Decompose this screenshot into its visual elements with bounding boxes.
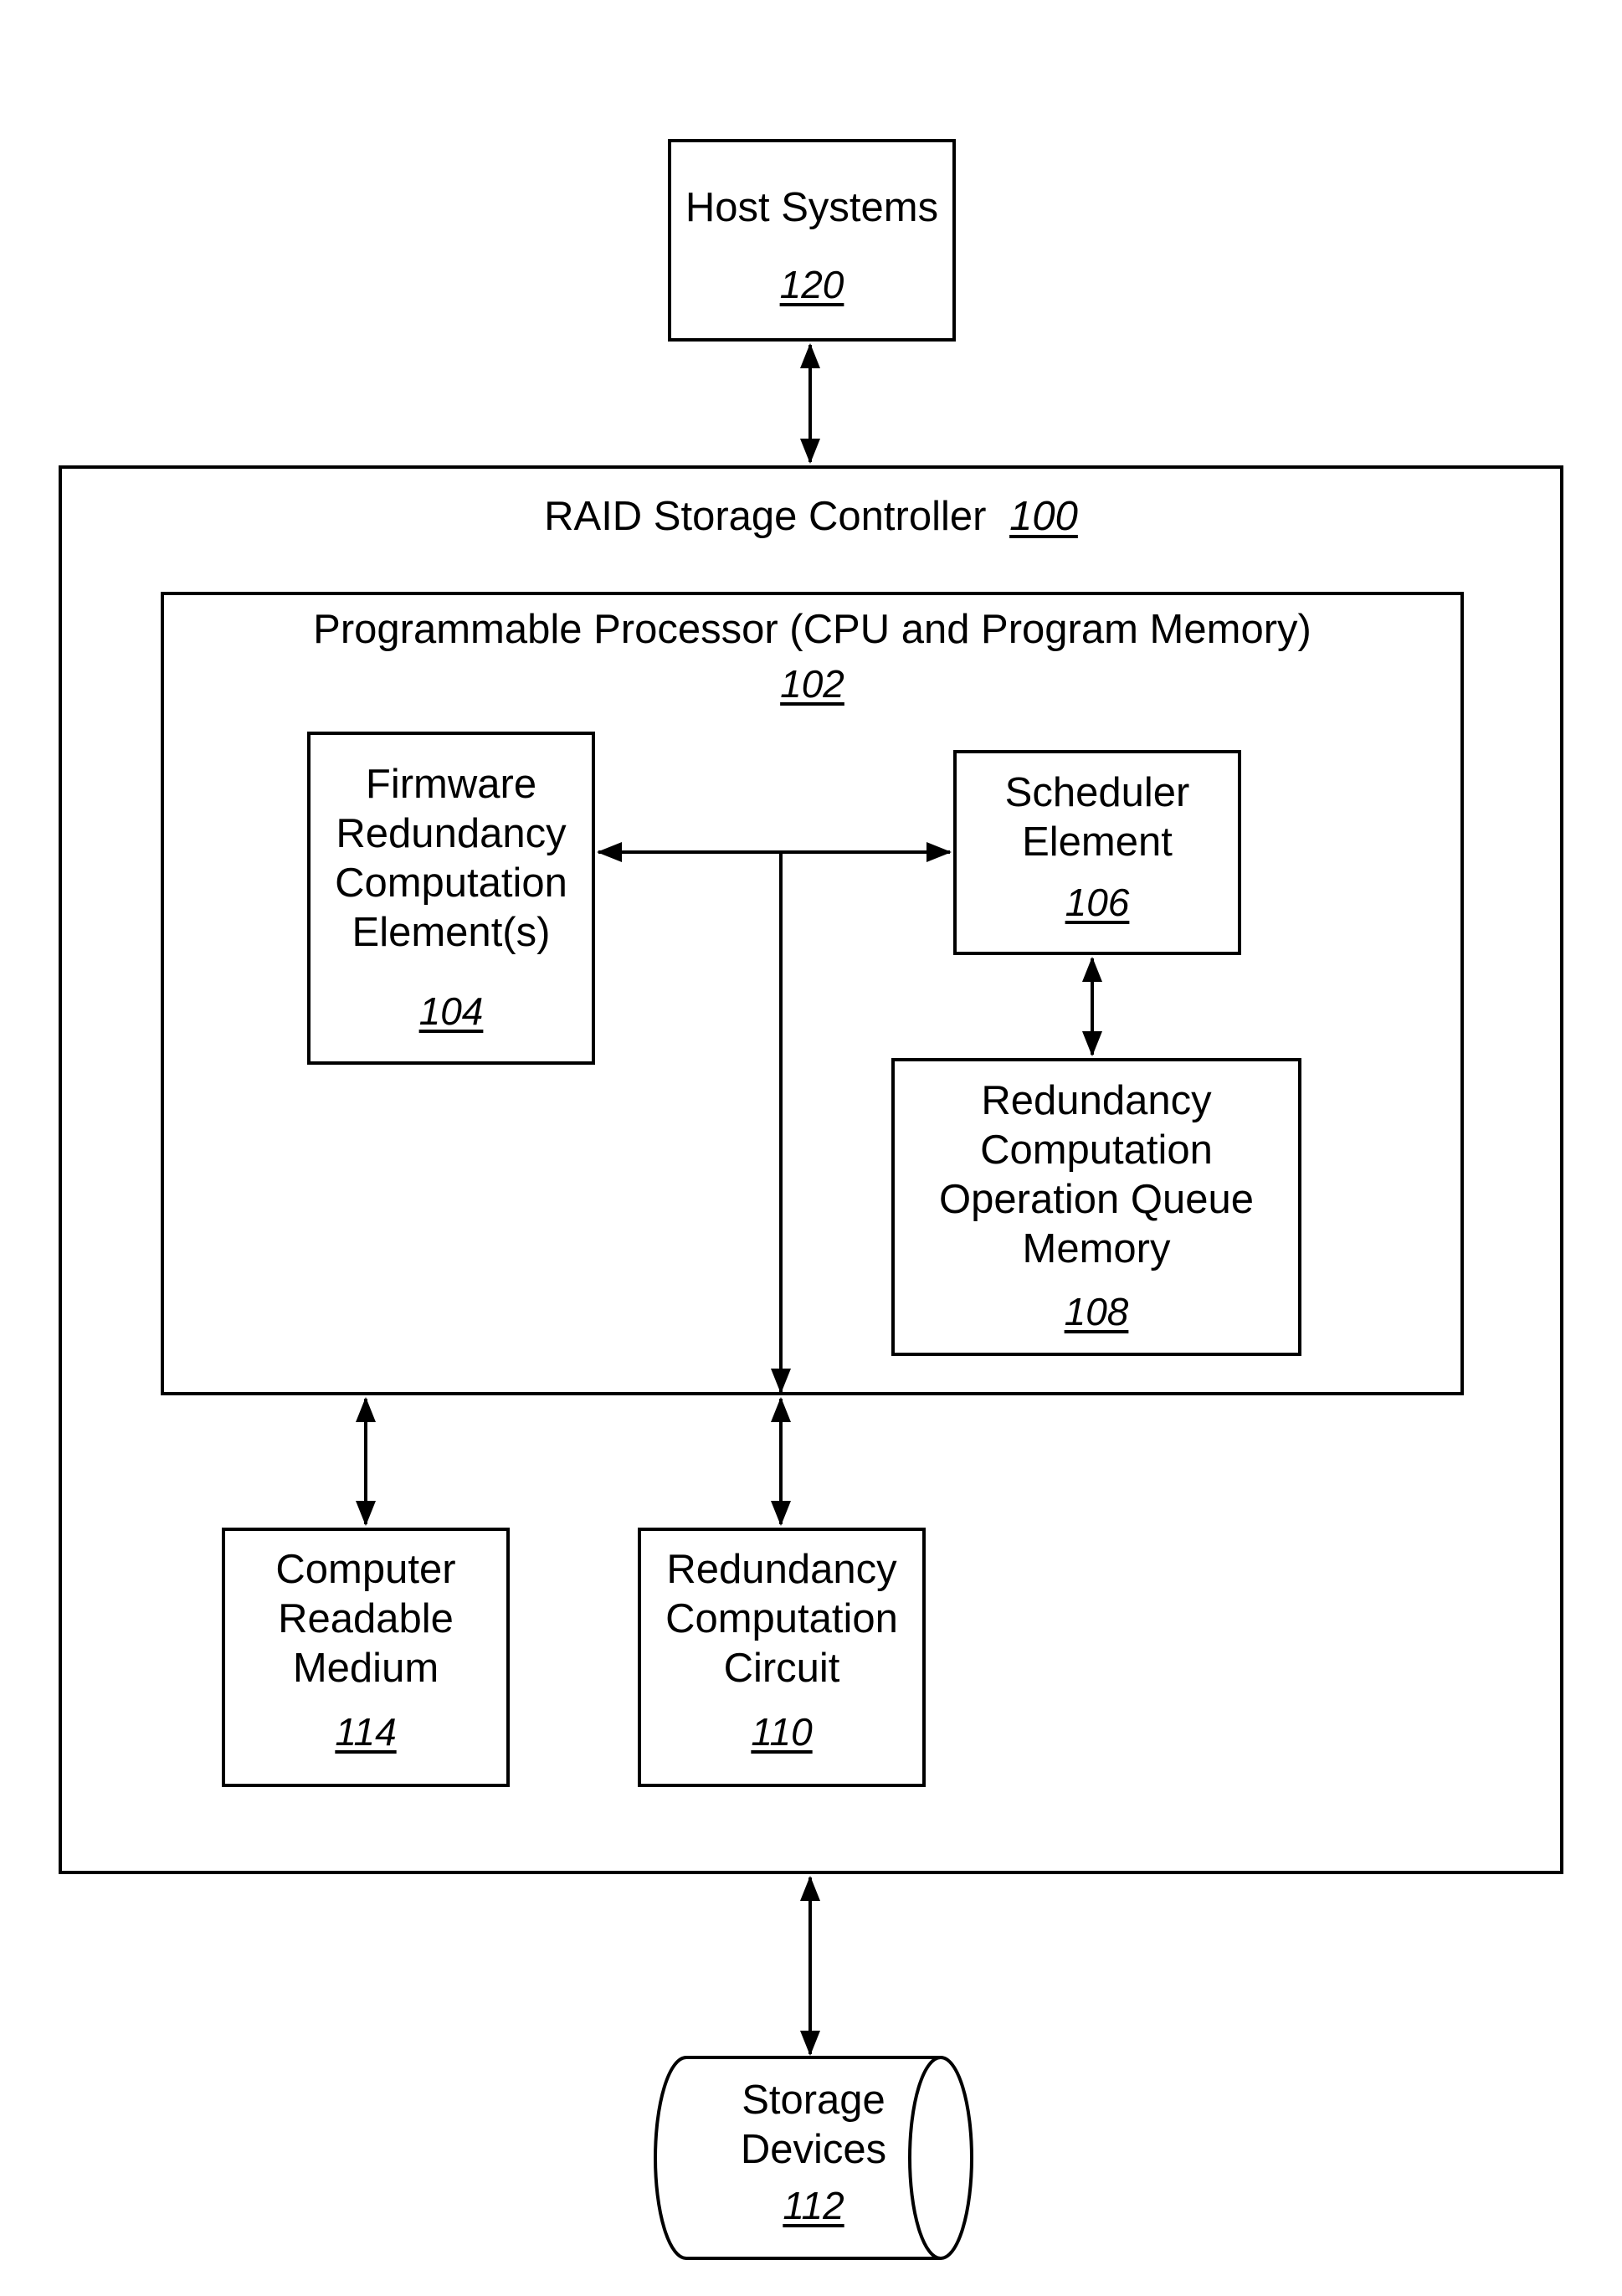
host-controller-arrowhead-up [800,343,820,368]
host-systems-box [668,139,956,342]
medium-ref: 114 [222,1709,510,1754]
queue-line-3: Operation Queue [891,1175,1301,1225]
queue-memory-ref: 108 [891,1289,1301,1334]
scheduler-element-label: Scheduler Element [953,768,1241,867]
circuit-ref: 110 [638,1709,926,1754]
firmware-element-ref: 104 [307,989,595,1034]
raid-controller-title: RAID Storage Controller 100 [59,492,1563,542]
host-systems-ref: 120 [668,262,956,307]
queue-line-1: Redundancy [891,1076,1301,1126]
storage-ref: 112 [686,2183,941,2228]
storage-line-1: Storage [686,2076,941,2125]
firmware-line-1: Firmware [307,760,595,809]
queue-line-2: Computation [891,1126,1301,1175]
host-controller-arrowhead-down [800,439,820,464]
medium-label: Computer Readable Medium [222,1545,510,1693]
firmware-line-3: Computation [307,859,595,908]
firmware-element-label: Firmware Redundancy Computation Element(… [307,760,595,958]
circuit-line-1: Redundancy [638,1545,926,1595]
firmware-line-2: Redundancy [307,809,595,859]
medium-line-2: Readable [222,1595,510,1644]
circuit-label: Redundancy Computation Circuit [638,1545,926,1693]
circuit-line-2: Computation [638,1595,926,1644]
medium-line-3: Medium [222,1644,510,1693]
scheduler-line-2: Element [953,818,1241,867]
raid-controller-label: RAID Storage Controller [544,494,986,539]
queue-line-4: Memory [891,1225,1301,1274]
controller-storage-arrowhead-down [800,2031,820,2056]
controller-storage-arrowhead-up [800,1876,820,1901]
queue-memory-label: Redundancy Computation Operation Queue M… [891,1076,1301,1274]
storage-line-2: Devices [686,2125,941,2175]
scheduler-line-1: Scheduler [953,768,1241,818]
scheduler-element-ref: 106 [953,880,1241,925]
circuit-line-3: Circuit [638,1644,926,1693]
storage-label: Storage Devices [686,2076,941,2175]
medium-line-1: Computer [222,1545,510,1595]
raid-controller-ref: 100 [1009,494,1078,539]
processor-ref: 102 [161,661,1464,706]
processor-label: Programmable Processor (CPU and Program … [161,605,1464,655]
host-systems-label: Host Systems [668,183,956,233]
firmware-line-4: Element(s) [307,908,595,958]
